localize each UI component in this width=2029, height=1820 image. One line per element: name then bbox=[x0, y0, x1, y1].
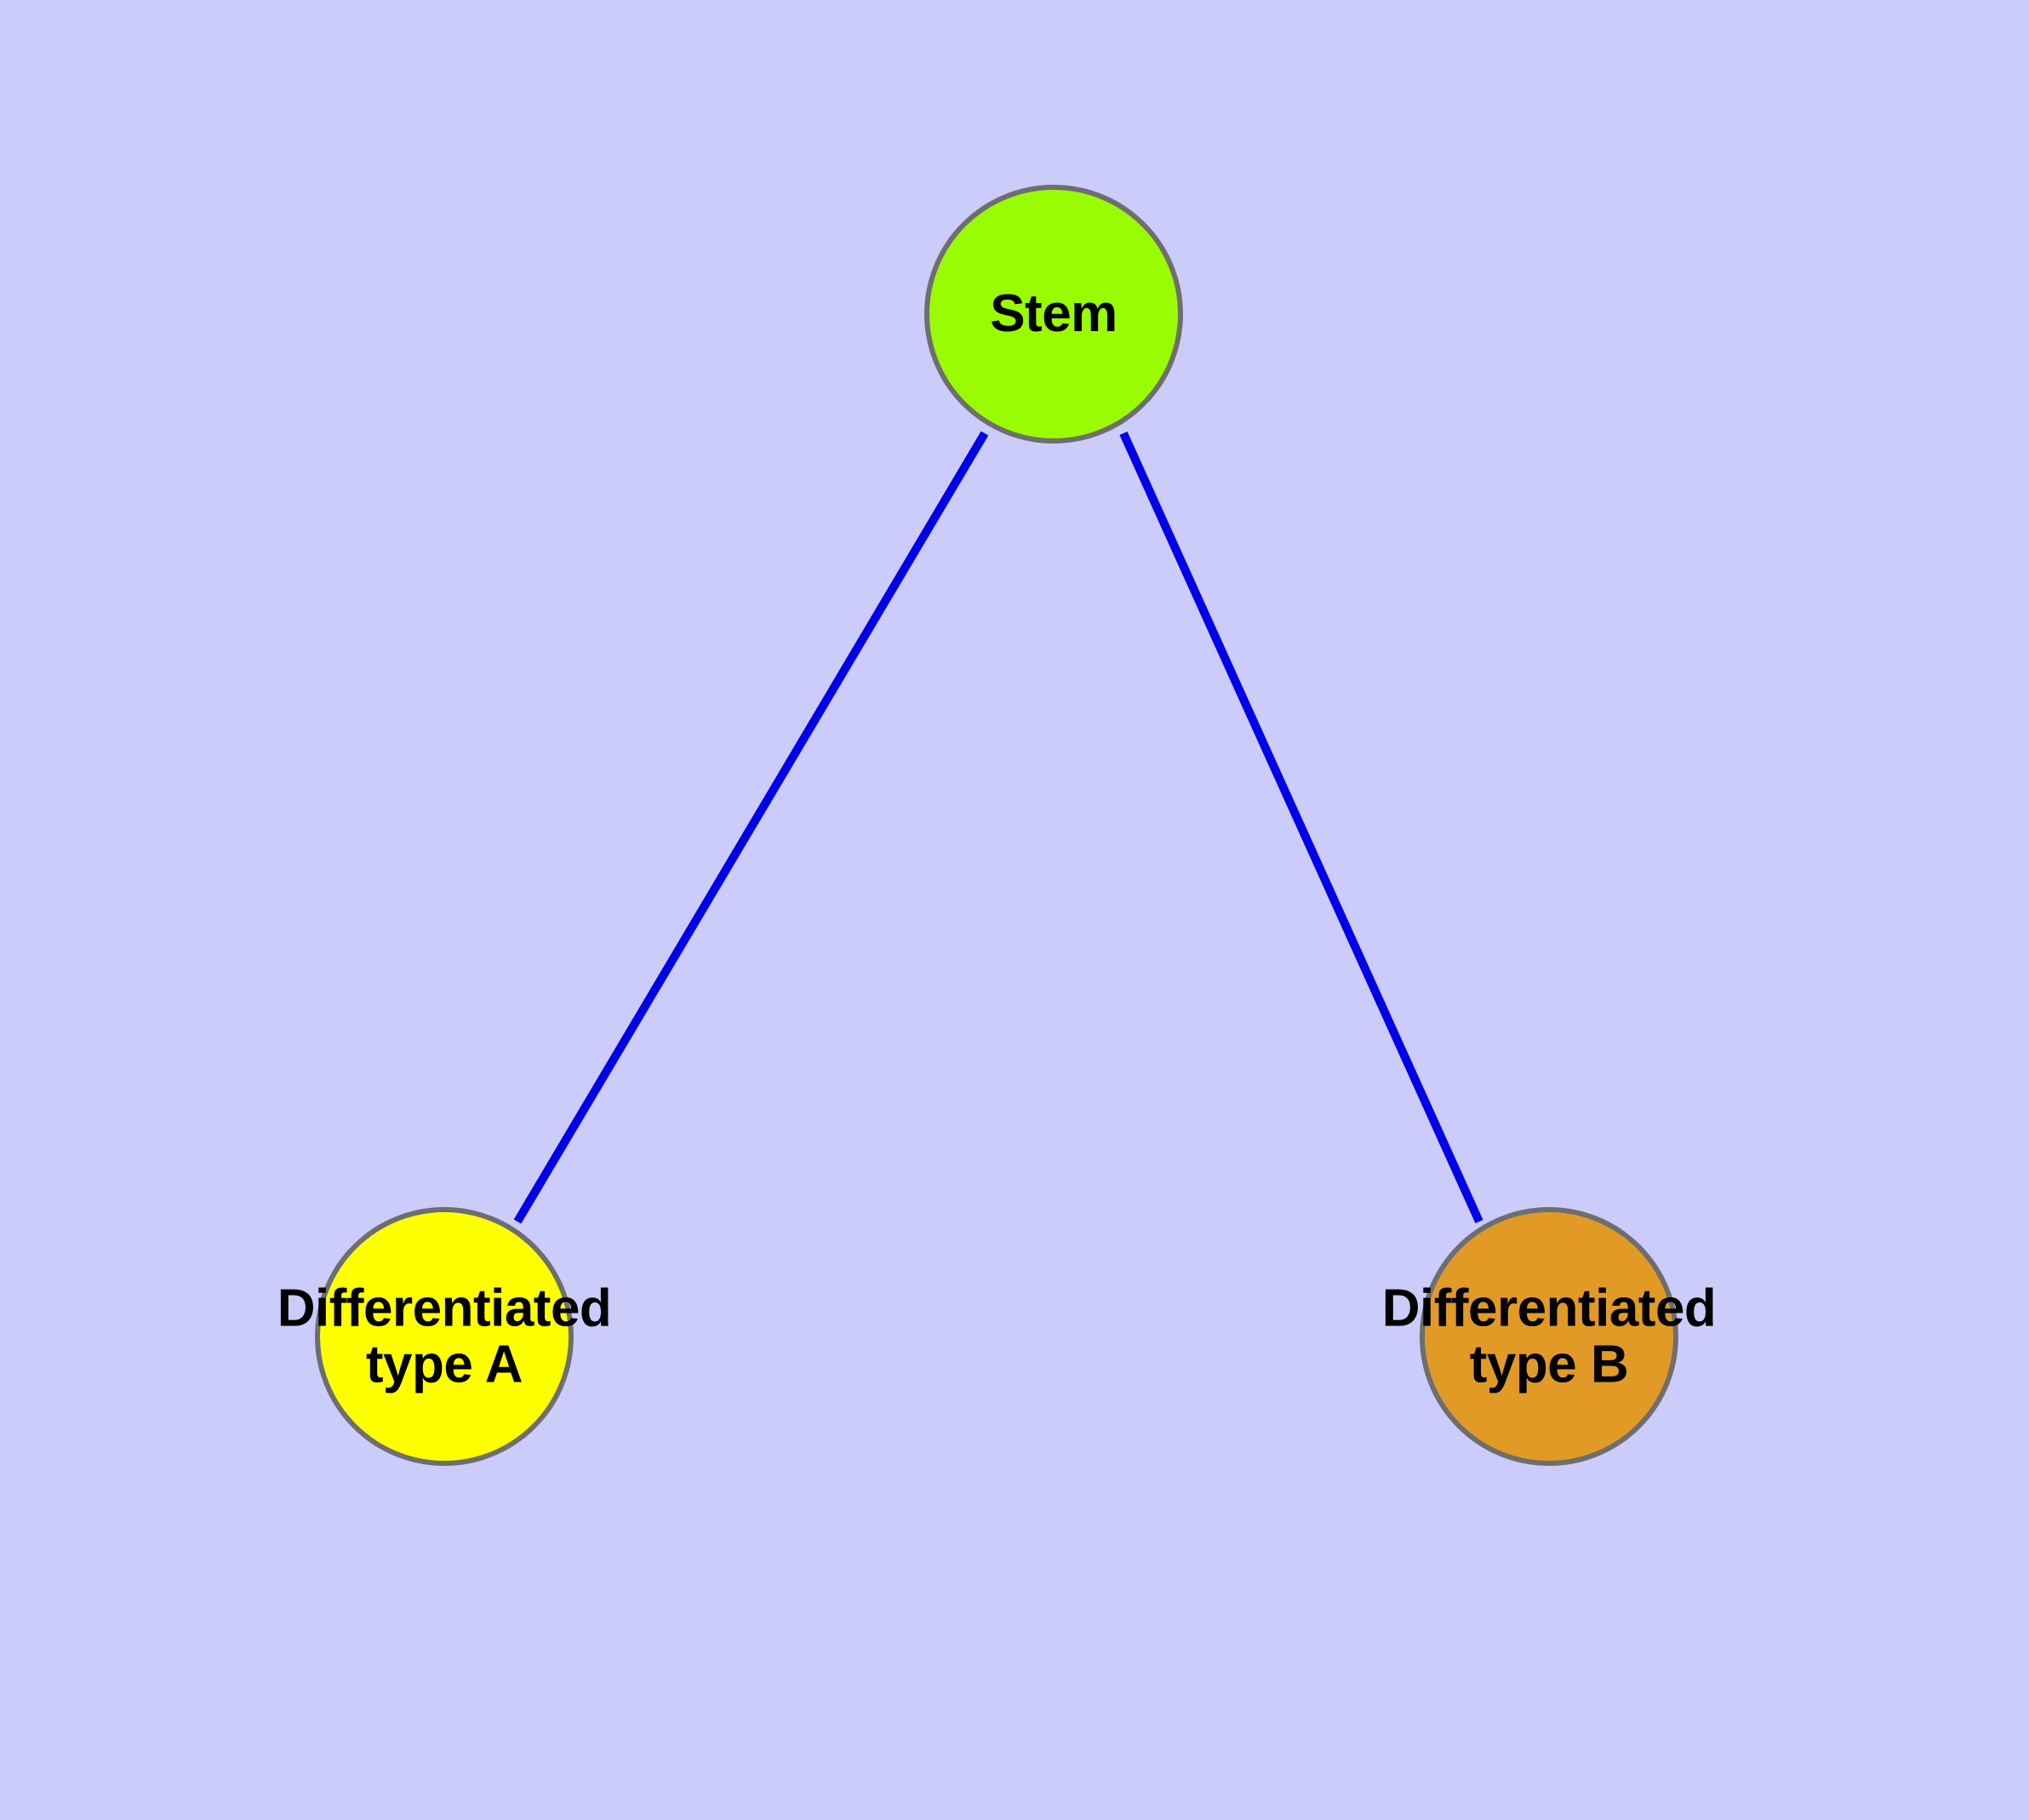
node-circle-diff_b[interactable] bbox=[1420, 1207, 1678, 1466]
edge-stem-to-diff-b bbox=[1119, 431, 1483, 1224]
edge-stem-to-diff-a bbox=[513, 431, 989, 1224]
nodes-layer bbox=[315, 185, 1678, 1466]
node-circle-diff_a[interactable] bbox=[315, 1207, 574, 1466]
edges-layer bbox=[513, 431, 1483, 1224]
node-circle-stem[interactable] bbox=[924, 185, 1183, 444]
